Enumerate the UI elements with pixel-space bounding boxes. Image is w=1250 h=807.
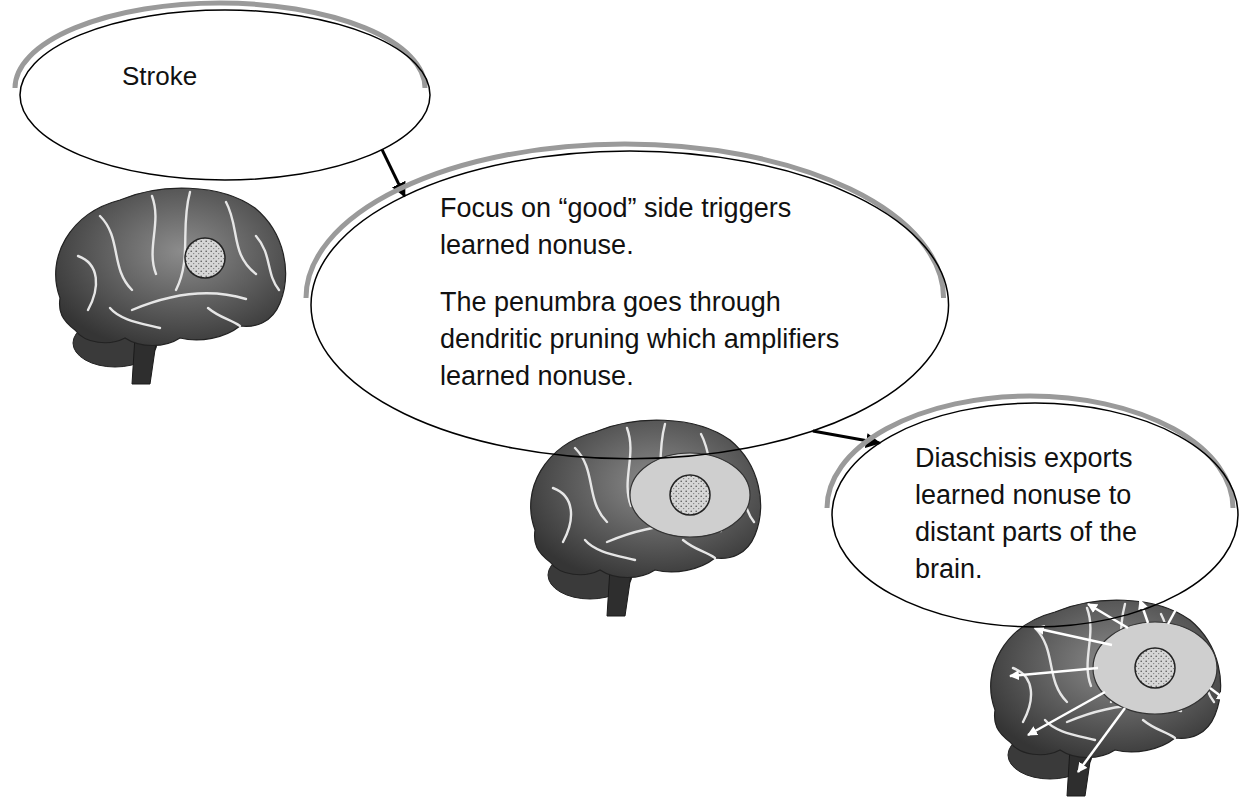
lesion-core <box>670 475 710 515</box>
ellipse-shadow <box>306 144 944 298</box>
penumbra <box>1093 622 1217 714</box>
text-group: Diaschisis exports learned nonuse to dis… <box>915 440 1205 588</box>
spread-arrow <box>1035 628 1112 645</box>
node-text: Diaschisis exports learned nonuse to dis… <box>915 440 1205 588</box>
spread-arrow <box>1168 602 1180 624</box>
ellipse-node: Diaschisis exports learned nonuse to dis… <box>832 403 1238 627</box>
ellipse-shadow <box>15 3 425 88</box>
spread-arrow <box>1078 708 1125 772</box>
ellipse-node: Focus on “good” side triggers learned no… <box>311 151 949 459</box>
spread-arrow <box>1210 688 1226 700</box>
brain-diaschisis <box>991 600 1226 796</box>
brain-picture <box>531 420 761 616</box>
ellipse-outline <box>832 403 1238 627</box>
diaschisis-arrows <box>1010 600 1226 772</box>
ellipse-border <box>20 10 430 180</box>
spread-arrow <box>1010 668 1098 676</box>
brain-picture <box>56 188 286 384</box>
spread-arrow <box>1140 600 1148 623</box>
ellipse-node: Stroke <box>20 10 430 180</box>
ellipse-border <box>311 151 949 459</box>
node-text: Stroke <box>122 58 322 95</box>
lesion-core <box>185 238 225 278</box>
spread-arrow <box>1028 692 1105 735</box>
penumbra <box>630 453 750 537</box>
brain-stroke <box>56 188 286 384</box>
text-group: Focus on “good” side triggers learned no… <box>440 190 865 395</box>
ellipse-outline <box>20 10 430 180</box>
brain-penumbra <box>531 420 761 616</box>
lesion-core <box>1135 648 1175 688</box>
node-text: Focus on “good” side triggers learned no… <box>440 190 865 264</box>
ellipse-border <box>832 403 1238 627</box>
brain-picture <box>991 600 1221 796</box>
text-group: Stroke <box>122 58 322 95</box>
node-text: The penumbra goes through dendritic prun… <box>440 284 865 395</box>
